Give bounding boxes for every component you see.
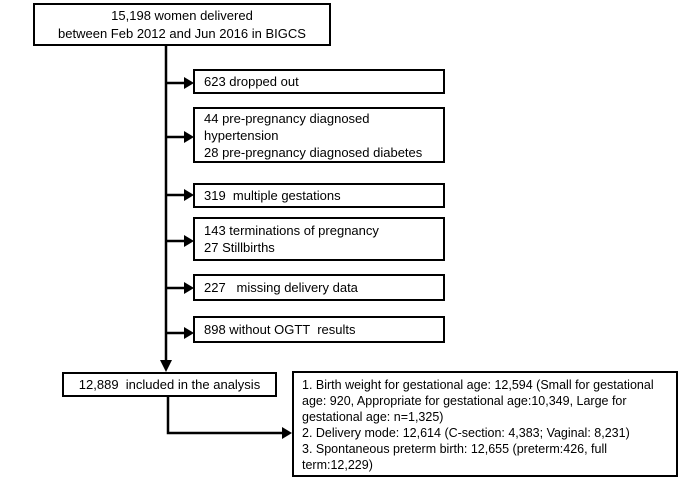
arrowhead-right-icon xyxy=(184,327,194,339)
exclusion-box-dropped-out: 623 dropped out xyxy=(193,69,445,94)
cohort-box: 15,198 women delivered between Feb 2012 … xyxy=(33,3,331,46)
exclusion-box-terminations-stillbirths: 143 terminations of pregnancy 27 Stillbi… xyxy=(193,217,445,261)
elbow-line xyxy=(166,397,284,435)
arrowhead-down-icon xyxy=(160,360,172,372)
exclusion-box-multiple-gestations: 319 multiple gestations xyxy=(193,183,445,208)
exclusion-box-without-ogtt: 898 without OGTT results xyxy=(193,316,445,343)
exclusion-box-missing-delivery-data: 227 missing delivery data xyxy=(193,274,445,301)
arrowhead-right-icon xyxy=(184,77,194,89)
arrowhead-right-icon xyxy=(184,131,194,143)
arrowhead-right-icon xyxy=(184,189,194,201)
outcomes-box: 1. Birth weight for gestational age: 12,… xyxy=(292,371,678,477)
included-in-analysis-box: 12,889 included in the analysis xyxy=(62,372,277,397)
exclusion-box-prepregnancy-conditions: 44 pre-pregnancy diagnosed hypertension … xyxy=(193,107,445,163)
arrowhead-right-icon xyxy=(282,427,292,439)
arrowhead-right-icon xyxy=(184,282,194,294)
arrowhead-right-icon xyxy=(184,235,194,247)
